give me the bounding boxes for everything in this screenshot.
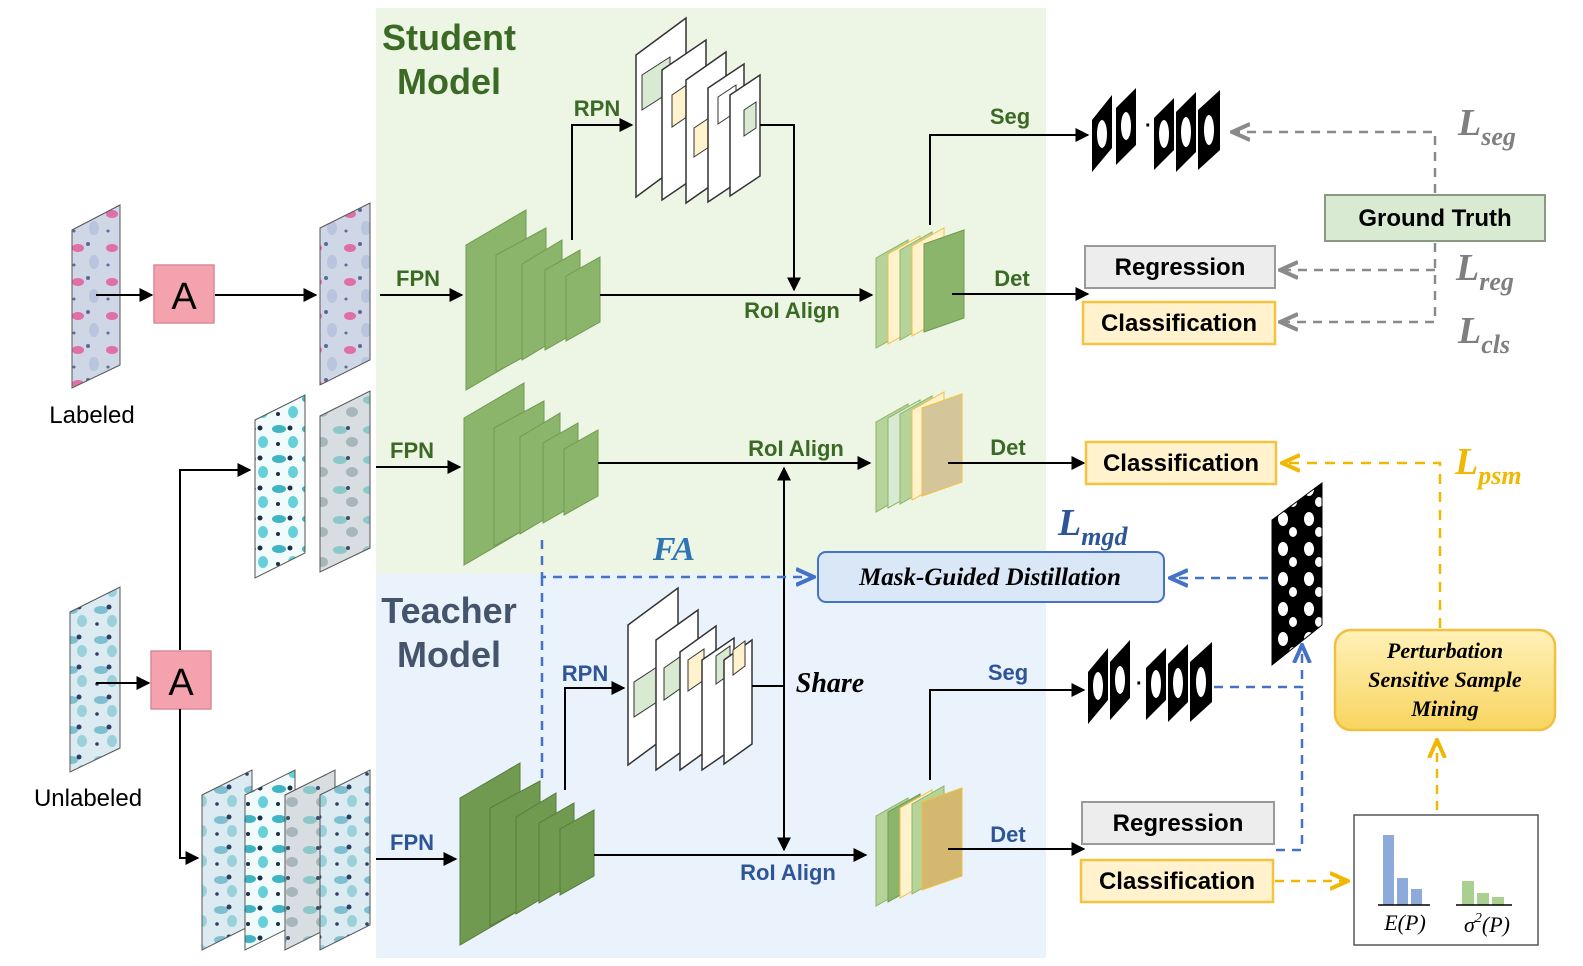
psm-label-line1: Perturbation	[1386, 638, 1503, 663]
mgd-label: Mask-Guided Distillation	[858, 564, 1121, 591]
unlabeled-label: Unlabeled	[34, 785, 142, 812]
loss-reg: Lreg	[1455, 247, 1514, 296]
rpn-label-student: RPN	[574, 96, 620, 121]
unlabeled-image	[69, 586, 121, 773]
det-label-student: Det	[994, 266, 1030, 291]
ground-truth-label: Ground Truth	[1358, 205, 1511, 232]
labeled-label: Labeled	[49, 402, 134, 429]
loss-mgd: Lmgd	[1057, 502, 1128, 551]
labeled-image	[71, 204, 121, 389]
classification-box-teacher	[1079, 858, 1275, 904]
share-label: Share	[796, 668, 864, 699]
mgd-box	[817, 551, 1165, 603]
classification-label-student: Classification	[1101, 310, 1257, 337]
augment-label-unlabeled: A	[168, 662, 194, 704]
student-title: Student	[382, 17, 516, 58]
ground-truth-box	[1324, 194, 1546, 242]
svg-text:·: ·	[1136, 673, 1143, 695]
fpn-label-teacher: FPN	[390, 830, 434, 855]
teacher-title-line2: Model	[397, 634, 501, 675]
variance-histogram	[1456, 881, 1512, 906]
teacher-fpn-stack	[459, 762, 595, 946]
loss-psm: Lpsm	[1454, 441, 1522, 490]
psm-box	[1333, 628, 1557, 732]
det-label-student-unlabeled: Det	[990, 435, 1026, 460]
classification-label-student-unlabeled: Classification	[1103, 450, 1259, 477]
student-fpn-stack-unlabeled	[463, 382, 599, 566]
classification-box-student	[1081, 300, 1277, 346]
student-title-line2: Model	[397, 61, 501, 102]
student-rpn-proposals	[635, 16, 761, 205]
seg-label-teacher: Seg	[988, 660, 1028, 685]
loss-cls: Lcls	[1457, 310, 1510, 359]
student-seg-masks: ·	[1092, 88, 1220, 172]
fpn-label-student-unlabeled: FPN	[390, 438, 434, 463]
mean-histogram	[1378, 835, 1430, 906]
variance-label: σ2(P)	[1464, 911, 1510, 937]
seg-label-student: Seg	[990, 104, 1030, 129]
fa-label: FA	[652, 531, 695, 568]
labeled-augmented-image	[319, 202, 371, 386]
unlabeled-strong-aug-image-2	[319, 390, 371, 573]
roi-align-label-student-unlabeled: RoI Align	[748, 436, 844, 461]
regression-label-student: Regression	[1115, 254, 1246, 281]
teacher-rpn-proposals	[627, 586, 753, 772]
classification-box-student-unlabeled	[1084, 440, 1278, 486]
student-roi-features	[875, 227, 965, 349]
regression-label-teacher: Regression	[1113, 810, 1244, 837]
augment-label-labeled: A	[171, 276, 197, 318]
regression-box-student	[1084, 245, 1276, 289]
student-roi-features-unlabeled	[875, 391, 963, 513]
regression-box-teacher	[1081, 801, 1275, 845]
psm-label-line3: Mining	[1410, 696, 1478, 721]
teacher-roi-features	[875, 785, 963, 907]
svg-text:·: ·	[1145, 115, 1152, 137]
teacher-seg-masks: ·	[1088, 640, 1212, 724]
augment-box-labeled	[153, 264, 215, 324]
roi-align-label-student: RoI Align	[744, 298, 840, 323]
fused-mask-image	[1271, 482, 1323, 667]
classification-label-teacher: Classification	[1099, 868, 1255, 895]
stats-panel	[1353, 814, 1539, 946]
student-fpn-stack	[465, 209, 601, 391]
unlabeled-weak-aug-image-4	[319, 769, 371, 951]
rpn-label-teacher: RPN	[562, 661, 608, 686]
teacher-title: Teacher	[381, 590, 516, 631]
loss-seg: Lseg	[1457, 102, 1516, 151]
fpn-label-student: FPN	[396, 266, 440, 291]
unlabeled-strong-aug-image-1	[254, 394, 306, 579]
det-label-teacher: Det	[990, 822, 1026, 847]
roi-align-label-teacher: RoI Align	[740, 860, 836, 885]
psm-label-line2: Sensitive Sample	[1368, 667, 1522, 692]
mean-label: E(P)	[1383, 910, 1426, 935]
